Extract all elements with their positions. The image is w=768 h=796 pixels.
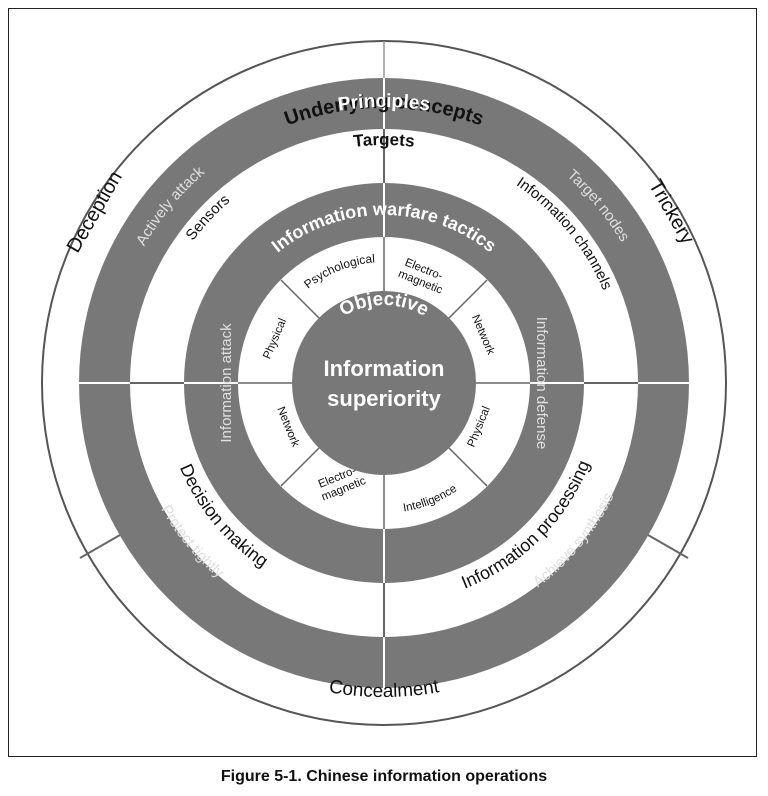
info-ops-diagram: Underlying concepts Deception Trickery C…: [41, 40, 727, 726]
inner-dividers: [238, 237, 530, 529]
outer-divider-lower-right: [647, 534, 689, 559]
inner-divider-135: [447, 446, 488, 487]
inner-divider-45: [447, 279, 488, 320]
information-attack-label: Information attack: [218, 323, 235, 443]
center-circle: [292, 291, 476, 475]
targets-title: Targets: [352, 130, 415, 151]
inner-divider-315: [280, 279, 321, 320]
information-superiority-line1: Information: [324, 356, 445, 381]
principles-title: Principles: [337, 91, 432, 116]
inner-divider-225: [280, 446, 321, 487]
ring-dividers: [79, 41, 689, 688]
outer-divider-lower-left: [79, 534, 121, 559]
figure-caption: Figure 5-1. Chinese information operatio…: [220, 768, 548, 785]
information-defense-label: Information defense: [533, 317, 550, 450]
information-superiority-line2: superiority: [327, 386, 441, 411]
figure-frame: [8, 8, 757, 757]
